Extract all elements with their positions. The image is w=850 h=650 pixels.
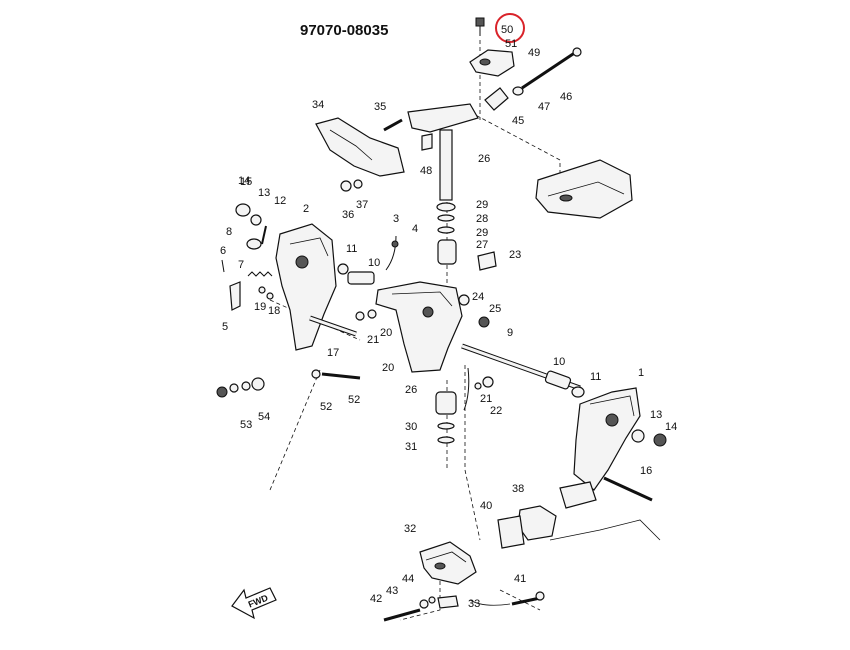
callout-53: 53 [240, 419, 252, 431]
callout-37: 37 [356, 199, 368, 211]
callout-12: 12 [274, 195, 286, 207]
callout-47: 47 [538, 101, 550, 113]
right-clamp-assembly [461, 343, 667, 549]
callout-10: 10 [368, 257, 380, 269]
callout-2: 2 [303, 203, 309, 215]
left-clamp-assembly [216, 203, 361, 398]
callout-21: 21 [480, 393, 492, 405]
callout-20: 20 [382, 362, 394, 374]
callout-51: 51 [505, 38, 517, 50]
callout-6: 6 [220, 245, 226, 257]
fwd-arrow: FWD [231, 587, 277, 620]
callout-46: 46 [560, 91, 572, 103]
callout-26: 26 [478, 153, 490, 165]
callout-1: 1 [638, 367, 644, 379]
callout-11: 11 [346, 243, 357, 255]
callout-29: 29 [476, 199, 488, 211]
callout-25: 25 [489, 303, 501, 315]
callout-13: 13 [258, 187, 270, 199]
callout-32: 32 [404, 523, 416, 535]
bottom-assembly [383, 541, 545, 622]
callout-45: 45 [512, 115, 524, 127]
swivel-assembly [337, 202, 497, 444]
callout-18: 18 [268, 305, 280, 317]
callout-29: 29 [476, 227, 488, 239]
callout-48: 48 [420, 165, 432, 177]
callout-labels: 1234567891010111112131314141516171819202… [220, 24, 677, 610]
callout-36: 36 [342, 209, 354, 221]
callout-44: 44 [402, 573, 414, 585]
top-assembly [315, 17, 633, 219]
callout-40: 40 [480, 500, 492, 512]
callout-21: 21 [367, 334, 379, 346]
callout-26: 26 [405, 384, 417, 396]
callout-13: 13 [650, 409, 662, 421]
callout-41: 41 [514, 573, 526, 585]
callout-34: 34 [312, 99, 324, 111]
highlight-circle [495, 13, 525, 43]
callout-54: 54 [258, 411, 270, 423]
callout-10: 10 [553, 356, 565, 368]
callout-19: 19 [254, 301, 266, 313]
callout-27: 27 [476, 239, 488, 251]
callout-5: 5 [222, 321, 228, 333]
callout-3: 3 [393, 213, 399, 225]
callout-28: 28 [476, 213, 488, 225]
callout-23: 23 [509, 249, 521, 261]
callout-49: 49 [528, 47, 540, 59]
callout-7: 7 [238, 259, 244, 271]
callout-16: 16 [640, 465, 652, 477]
callout-8: 8 [226, 226, 232, 238]
callout-9: 9 [507, 327, 513, 339]
callout-4: 4 [412, 223, 418, 235]
callout-50: 50 [501, 24, 513, 36]
callout-15: 15 [240, 176, 252, 188]
callout-52: 52 [320, 401, 332, 413]
callout-42: 42 [370, 593, 382, 605]
callout-30: 30 [405, 421, 417, 433]
callout-20: 20 [380, 327, 392, 339]
part-number-title: 97070-08035 [300, 22, 388, 39]
callout-14: 14 [238, 175, 250, 187]
callout-52: 52 [348, 394, 360, 406]
callout-43: 43 [386, 585, 398, 597]
callout-31: 31 [405, 441, 417, 453]
callout-24: 24 [472, 291, 484, 303]
callout-38: 38 [512, 483, 524, 495]
callout-33: 33 [468, 598, 480, 610]
callout-17: 17 [327, 347, 339, 359]
callout-11: 11 [590, 371, 601, 383]
callout-22: 22 [490, 405, 502, 417]
callout-35: 35 [374, 101, 386, 113]
callout-14: 14 [665, 421, 677, 433]
